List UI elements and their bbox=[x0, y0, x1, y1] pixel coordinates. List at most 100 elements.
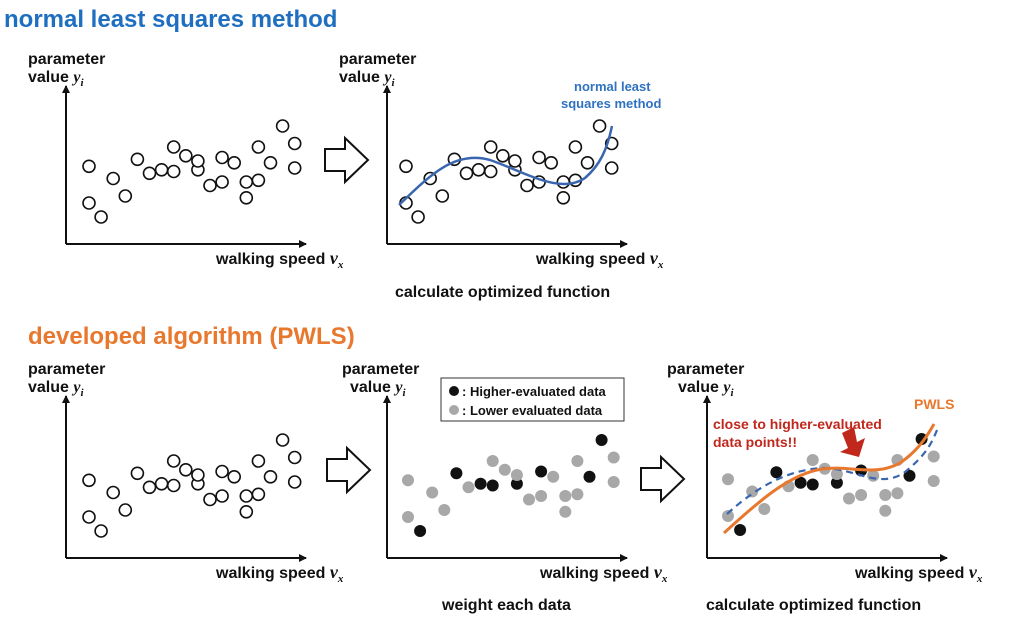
data-point bbox=[94, 210, 108, 224]
pwls-fit-curve bbox=[722, 423, 936, 535]
nls-fit-curve bbox=[398, 125, 614, 206]
data-point-lower bbox=[559, 490, 572, 502]
data-point bbox=[130, 152, 145, 167]
data-point bbox=[239, 489, 254, 503]
y-axis-label-line1: parameter bbox=[339, 51, 416, 68]
data-point-lower bbox=[559, 505, 572, 518]
data-point-lower bbox=[927, 450, 940, 463]
data-point bbox=[215, 175, 229, 189]
data-point-lower bbox=[607, 451, 620, 464]
data-points-group bbox=[402, 434, 620, 537]
nls-curve-label-line2: squares method bbox=[561, 96, 661, 111]
data-point bbox=[556, 191, 571, 205]
data-point-lower bbox=[855, 489, 868, 501]
y-axis-label-line2: value yi bbox=[678, 379, 734, 399]
y-axis-label-line2: value yi bbox=[339, 69, 395, 89]
data-point-higher bbox=[903, 469, 916, 482]
pwls-label: PWLS bbox=[914, 396, 954, 412]
close-annotation-line1: close to higher-evaluated bbox=[713, 416, 882, 432]
data-point-higher bbox=[794, 476, 807, 489]
data-point-lower bbox=[571, 488, 584, 501]
data-point-higher bbox=[510, 477, 523, 490]
data-point bbox=[215, 489, 229, 503]
right-arrow-icon bbox=[324, 135, 370, 185]
data-point bbox=[154, 476, 169, 491]
data-point bbox=[106, 171, 120, 186]
data-point bbox=[215, 150, 229, 165]
data-point-lower bbox=[462, 481, 475, 494]
data-point-higher bbox=[474, 477, 487, 490]
data-point-higher bbox=[734, 524, 747, 536]
x-axis-label: walking speed vx bbox=[535, 248, 664, 271]
data-point-lower bbox=[746, 485, 759, 498]
nls-curve-label-line1: normal least bbox=[574, 79, 651, 94]
data-point bbox=[142, 166, 157, 181]
data-point-lower bbox=[722, 473, 734, 486]
data-point-lower bbox=[547, 470, 560, 483]
data-point-lower bbox=[571, 455, 584, 467]
data-point-higher bbox=[583, 470, 596, 483]
y-axis-label-line1: parameter bbox=[342, 361, 419, 378]
data-point bbox=[251, 487, 266, 502]
data-point bbox=[556, 175, 571, 189]
panel-bottom-fit: parameter value yi walking speed vx PWLS… bbox=[667, 361, 983, 585]
legend-higher-label: : Higher-evaluated data bbox=[462, 384, 607, 399]
data-point bbox=[251, 173, 266, 188]
data-point bbox=[166, 454, 181, 468]
data-point bbox=[287, 450, 302, 465]
data-point bbox=[568, 140, 583, 154]
data-point bbox=[275, 433, 290, 447]
section-title-normal: normal least squares method bbox=[4, 6, 338, 33]
data-point-higher bbox=[486, 479, 499, 492]
caption-top-fit: calculate optimized function bbox=[395, 284, 610, 301]
data-point-lower bbox=[758, 503, 771, 515]
data-point bbox=[251, 454, 266, 468]
data-point bbox=[82, 473, 96, 488]
data-point-higher bbox=[830, 476, 843, 489]
data-point-lower bbox=[523, 493, 535, 506]
down-arrow-icon bbox=[840, 427, 865, 457]
data-point-lower bbox=[486, 455, 499, 467]
nls-fit-curve-dashed bbox=[726, 429, 939, 515]
data-point-higher bbox=[414, 525, 427, 537]
panel-bottom-weight: parameter value yi walking speed vx : Hi… bbox=[342, 361, 668, 585]
data-point bbox=[532, 150, 546, 165]
data-point bbox=[399, 159, 413, 174]
x-axis-label: walking speed vx bbox=[215, 562, 344, 585]
data-point bbox=[82, 159, 96, 174]
data-point-lower bbox=[535, 490, 548, 502]
y-axis-label-line1: parameter bbox=[667, 361, 744, 378]
data-point bbox=[166, 478, 181, 493]
data-point bbox=[435, 189, 450, 203]
data-point-higher bbox=[806, 478, 819, 491]
y-axis-label-line2: value yi bbox=[28, 69, 84, 89]
data-point-lower bbox=[867, 469, 880, 482]
data-point bbox=[179, 149, 193, 163]
legend-lower-label: : Lower evaluated data bbox=[462, 403, 603, 418]
data-point bbox=[179, 462, 193, 477]
data-point-lower bbox=[402, 474, 414, 487]
legend-lower-marker bbox=[449, 405, 459, 415]
data-point-lower bbox=[927, 475, 940, 487]
data-points-group bbox=[82, 433, 302, 538]
data-point-lower bbox=[510, 469, 523, 481]
data-point-lower bbox=[891, 487, 904, 500]
data-point bbox=[287, 136, 302, 151]
legend: : Higher-evaluated data : Lower evaluate… bbox=[440, 377, 625, 422]
data-point bbox=[544, 156, 559, 170]
data-point bbox=[287, 161, 302, 175]
data-point-lower bbox=[843, 492, 855, 505]
data-point bbox=[166, 164, 181, 179]
data-point bbox=[227, 156, 241, 170]
data-point bbox=[508, 154, 522, 168]
section-title-developed: developed algorithm (PWLS) bbox=[28, 323, 355, 350]
data-point bbox=[520, 178, 534, 193]
data-point bbox=[191, 154, 205, 168]
caption-bottom-weight: weight each data bbox=[441, 597, 571, 614]
y-axis-label-line2: value yi bbox=[350, 379, 406, 399]
caption-bottom-fit: calculate optimized function bbox=[706, 597, 921, 614]
x-axis-label: walking speed vx bbox=[539, 562, 668, 585]
data-point bbox=[495, 149, 510, 163]
data-point bbox=[191, 468, 205, 482]
